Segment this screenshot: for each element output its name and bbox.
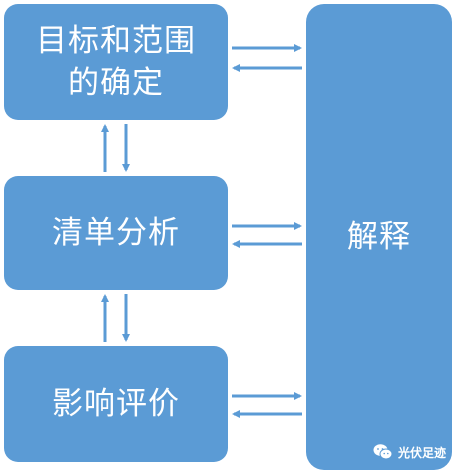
goal-scope-label: 目标和范围的确定 <box>36 23 196 101</box>
interpretation-box: 解释 <box>306 4 452 470</box>
interpretation-label: 解释 <box>347 219 411 255</box>
inventory-analysis-box: 清单分析 <box>4 176 228 290</box>
wechat-icon <box>373 444 393 460</box>
watermark-text: 光伏足迹 <box>398 445 447 460</box>
impact-assessment-label: 影响评价 <box>52 386 180 422</box>
watermark: 光伏足迹 <box>372 438 452 466</box>
inventory-analysis-label: 清单分析 <box>52 215 180 251</box>
impact-assessment-box: 影响评价 <box>4 346 228 462</box>
goal-scope-box: 目标和范围的确定 <box>4 4 228 120</box>
